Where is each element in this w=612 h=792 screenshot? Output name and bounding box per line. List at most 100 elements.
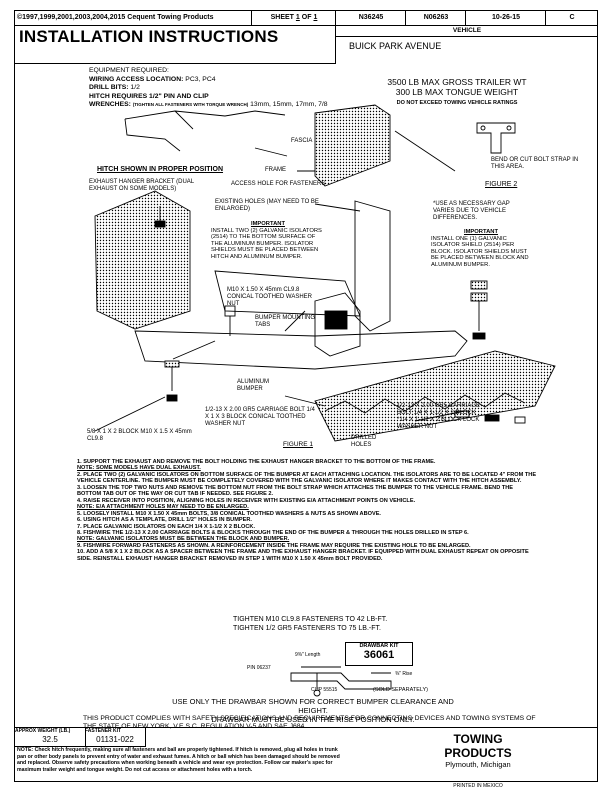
drawbar-warning-1: USE ONLY THE DRAWBAR SHOWN FOR CORRECT B… xyxy=(172,697,454,715)
part-number-2: N06263 xyxy=(405,11,466,25)
fastener-kit-box: FASTENER KIT 01131-022 xyxy=(85,728,146,747)
label-drilled-holes: DRILLED HOLES xyxy=(351,435,377,448)
rating-box: 3500 LB MAX GROSS TRAILER WT 300 LB MAX … xyxy=(377,77,537,106)
divider xyxy=(15,63,336,64)
torque-m10: TIGHTEN M10 CL9.8 FASTENERS TO 42 LB-FT. xyxy=(233,616,388,623)
label-existing-holes: EXISTING HOLES (MAY NEED TO BE ENLARGED) xyxy=(215,199,319,212)
frame-top xyxy=(314,104,391,187)
compliance-text: THIS PRODUCT COMPLIES WITH SAFETY SPECIF… xyxy=(83,715,536,730)
header-bar: ©1997,1999,2001,2003,2004,2015 Cequent T… xyxy=(15,11,597,26)
step-2: 2. PLACE TWO (2) GALVANIC ISOLATORS ON B… xyxy=(77,471,537,485)
brand-block: TOWING PRODUCTS Plymouth, Michigan PRINT… xyxy=(423,732,533,789)
footer: APPROX WEIGHT (LB.) 32.5 FASTENER KIT 01… xyxy=(15,727,597,789)
hitch-diagram xyxy=(94,104,556,442)
important-note-2: IMPORTANT INSTALL ONE (1) GALVANIC ISOLA… xyxy=(431,229,531,269)
step-10: 10. ADD A 5/8 X 1 X 2 BLOCK AS A SPACER … xyxy=(77,549,529,562)
drawbar-warnings: USE ONLY THE DRAWBAR SHOWN FOR CORRECT B… xyxy=(163,697,463,724)
aluminum-bumper-shape xyxy=(314,350,556,442)
wiring-label: WIRING ACCESS LOCATION: xyxy=(89,75,184,83)
receiver xyxy=(314,292,361,357)
drawbar-rise: ⅜" Rise xyxy=(395,671,413,677)
rating-warning: DO NOT EXCEED TOWING VEHICLE RATINGS xyxy=(396,100,518,106)
label-bend-strap: BEND OR CUT BOLT STRAP IN THIS AREA. xyxy=(491,157,579,170)
important-1-heading: IMPORTANT xyxy=(250,221,286,227)
divider xyxy=(335,25,336,63)
printed-in: PRINTED IN MEXICO xyxy=(453,783,503,789)
important-2-body: INSTALL ONE (1) GALVANIC ISOLATOR SHIELD… xyxy=(431,235,529,268)
wrench-label: WRENCHES: xyxy=(89,101,131,109)
revision: C xyxy=(545,11,598,25)
drawbar-sold: (SOLD SEPARATELY) xyxy=(373,687,429,693)
step-8-note: NOTE: GALVANIC ISOLATORS MUST BE BETWEEN… xyxy=(77,536,290,543)
instruction-sheet: ©1997,1999,2001,2003,2004,2015 Cequent T… xyxy=(14,10,598,789)
drill-value: 1/2 xyxy=(130,84,140,92)
label-fascia: FASCIA xyxy=(291,138,313,144)
vehicle-name: BUICK PARK AVENUE xyxy=(349,41,442,51)
label-figure1: FIGURE 1 xyxy=(283,441,313,448)
wrench-value: 13mm, 15mm, 17mm, 7/8 xyxy=(250,101,328,109)
right-fasteners xyxy=(454,280,526,424)
figure2-strap xyxy=(476,122,516,154)
equipment-list: EQUIPMENT REQUIRED: WIRING ACCESS LOCATI… xyxy=(89,67,328,110)
equipment-heading: EQUIPMENT REQUIRED: xyxy=(89,67,169,74)
label-m10-nut: M10 X 1.50 X 45mm CL9.8 CONICAL TOOTHED … xyxy=(227,287,313,307)
page-title: INSTALLATION INSTRUCTIONS xyxy=(19,27,279,46)
step-1-note: NOTE: SOME MODELS HAVE DUAL EXHAUST. xyxy=(77,465,201,472)
label-figure2: FIGURE 2 xyxy=(485,181,518,188)
weight-label: APPROX WEIGHT (LB.) xyxy=(15,728,71,734)
left-fasteners xyxy=(154,206,236,402)
fastener-kit-value: 01131-022 xyxy=(96,735,134,744)
step-5: 5. LOOSELY INSTALL M10 X 1.50 X 45mm BOL… xyxy=(77,510,381,517)
step-1: 1. SUPPORT THE EXHAUST AND REMOVE THE BO… xyxy=(77,459,436,465)
vehicle-label: VEHICLE xyxy=(335,25,598,37)
brand-city: Plymouth, Michigan xyxy=(445,760,511,769)
step-3: 3. LOOSEN THE TOP TWO NUTS AND REMOVE TH… xyxy=(77,484,514,498)
hitch-crossbar xyxy=(134,330,468,370)
important-1-body: INSTALL TWO (2) GALVANIC ISOLATORS (2514… xyxy=(211,227,322,260)
drawbar-warning-2: DRAWBAR MUST BE USED IN THE RISE POSITIO… xyxy=(211,715,415,724)
label-frame: FRAME xyxy=(265,167,286,173)
drawbar-length: 9⅜" Length xyxy=(295,652,321,658)
left-frame xyxy=(94,190,191,330)
label-exhaust: EXHAUST HANGER BRACKET (DUAL EXHAUST ON … xyxy=(89,179,194,192)
drawbar-kit-number: 36061 xyxy=(363,649,395,661)
part-number-1: N36245 xyxy=(335,11,406,25)
label-access-hole: ACCESS HOLE FOR FASTENERS xyxy=(231,181,326,187)
wrench-note: (TIGHTEN ALL FASTENERS WITH TORQUE WRENC… xyxy=(132,102,249,108)
step-8: 8. FISHWIRE THE 1/2-13 X 2.00 CARRIAGE B… xyxy=(77,529,469,536)
important-note-1: IMPORTANT INSTALL TWO (2) GALVANIC ISOLA… xyxy=(211,221,325,261)
right-bracket xyxy=(354,200,391,332)
pin-label: HITCH REQUIRES 1/2" PIN AND CLIP xyxy=(89,92,209,100)
torque-specs: TIGHTEN M10 CL9.8 FASTENERS TO 42 LB-FT.… xyxy=(233,616,387,633)
drill-label: DRILL BITS: xyxy=(89,84,129,92)
step-6: 6. USING HITCH AS A TEMPLATE, DRILL 1/2"… xyxy=(77,517,252,524)
date: 10-26-15 xyxy=(465,11,546,25)
gross-weight: 3500 LB MAX GROSS TRAILER WT xyxy=(387,77,527,87)
label-use-spacer: *USE AS NECESSARY GAP VARIES DUE TO VEHI… xyxy=(433,201,510,221)
label-carriage-bolt-right: 1/2-13 X 2.00 GR5 CARRIAGE BOLT 1/4 X 1-… xyxy=(397,403,481,430)
step-4: 4. RAISE RECEIVER INTO POSITION, ALIGNIN… xyxy=(77,497,416,504)
drawbar-kit-box: DRAWBAR KIT 36061 xyxy=(345,642,413,666)
safety-warning: NOTE: Check hitch frequently, making sur… xyxy=(17,747,340,773)
instruction-steps: 1. SUPPORT THE EXHAUST AND REMOVE THE BO… xyxy=(77,459,537,562)
label-aluminum-bumper: ALUMINUM BUMPER xyxy=(237,379,270,392)
drawbar-pin: PIN 06237 xyxy=(247,665,271,671)
drawbar-clip: CLIP 55515 xyxy=(311,687,338,693)
weight-value: 32.5 xyxy=(42,735,58,744)
weight-box: APPROX WEIGHT (LB.) 32.5 xyxy=(15,728,86,747)
torque-gr5: TIGHTEN 1/2 GR5 FASTENERS TO 75 LB.-FT. xyxy=(233,624,381,632)
label-carriage-bolt-left: 1/2-13 X 2.00 GR5 CARRIAGE BOLT 1/4 X 1 … xyxy=(205,407,315,427)
brand-name: TOWING PRODUCTS xyxy=(444,732,512,760)
label-bumper-tabs: BUMPER MOUNTING TABS xyxy=(255,315,315,328)
fastener-kit-label: FASTENER KIT xyxy=(85,728,122,734)
step-9: 9. FISHWIRE FORWARD FASTENERS AS SHOWN. … xyxy=(77,542,471,549)
fascia-bracket xyxy=(124,110,286,152)
label-spacer-left: 5/8 X 1 X 2 BLOCK M10 X 1.5 X 45mm CL9.8 xyxy=(87,429,192,442)
drawbar-kit-label: DRAWBAR KIT xyxy=(359,643,399,649)
important-2-heading: IMPORTANT xyxy=(463,229,499,235)
wiring-value: PC3, PC4 xyxy=(185,75,216,83)
drawbar-illustration xyxy=(290,666,392,697)
tongue-weight: 300 LB MAX TONGUE WEIGHT xyxy=(395,87,519,97)
step-7: 7. PLACE GALVANIC ISOLATORS ON EACH 1/4 … xyxy=(77,523,255,530)
sheet-number: SHEET 1 OF 1 xyxy=(251,11,336,25)
